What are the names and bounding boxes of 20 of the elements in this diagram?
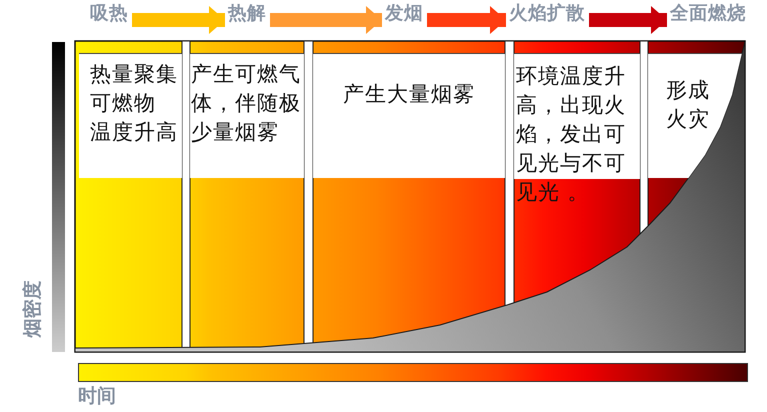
stage-label: 火焰扩散 [509,3,585,25]
text-box [648,53,745,178]
text-box [190,53,304,178]
description-text: 形成火灾 [666,77,711,133]
axis-bar [52,42,65,352]
description-text: 温度升高 [90,119,178,146]
axis-label: 时间 [78,385,116,407]
axis-bar [78,363,748,382]
axis-label: 烟密度 [21,280,43,338]
stage-label: 发烟 [385,3,423,25]
text-box [79,53,182,178]
description-text: 产生可燃气体，伴随极少量烟雾 [191,61,302,146]
description-text: 热量聚集 [90,61,178,88]
stage-label: 全面燃烧 [670,3,746,25]
stage-label: 热解 [228,3,266,25]
text-box [313,53,505,178]
description-text: 可燃物 [90,90,156,117]
stage-label: 吸热 [90,3,128,25]
description-text: 环境温度升高，出现火焰，发出可见光与不可见光 。 [516,63,627,206]
description-text: 产生大量烟雾 [343,81,475,108]
